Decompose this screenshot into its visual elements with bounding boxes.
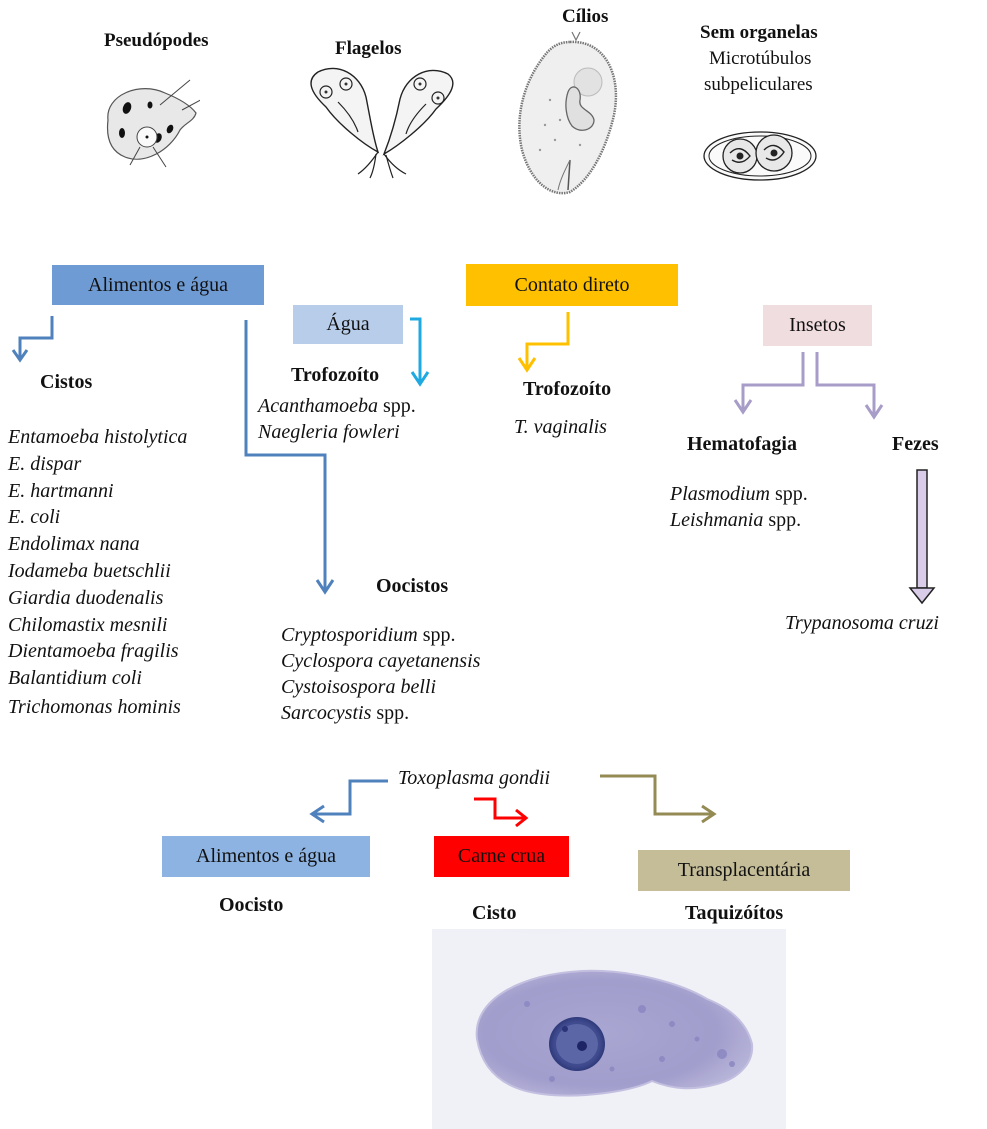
- list-item: Plasmodium spp.: [670, 483, 808, 505]
- ciliate-illustration-icon: [518, 31, 618, 195]
- list-item: Iodameba buetschlii: [8, 559, 171, 582]
- list-item: E. hartmanni: [8, 479, 114, 502]
- arrow-to-oocistos: [244, 320, 335, 595]
- list-item: Giardia duodenalis: [8, 586, 164, 609]
- list-item: Chilomastix mesnili: [8, 613, 168, 636]
- heading-hematofagia: Hematofagia: [687, 433, 797, 455]
- box-alimentos-agua: Alimentos e água: [52, 265, 264, 305]
- arrow-contato: [517, 312, 570, 373]
- list-item: Naegleria fowleri: [258, 421, 400, 443]
- list-item: E. coli: [8, 506, 61, 529]
- heading-trofozoito-contato: Trofozoíto: [523, 378, 612, 400]
- box-toxo-carne-crua: Carne crua: [434, 836, 569, 877]
- arrow-fezes-to-trypanosoma: [908, 469, 936, 605]
- arrow-to-cistos: [11, 316, 54, 363]
- arrow-insetos: [733, 352, 884, 420]
- list-item: Dientamoeba fragilis: [8, 640, 179, 663]
- arrow-toxo-carne: [474, 797, 529, 828]
- heading-oocistos: Oocistos: [376, 575, 449, 597]
- box-toxo-transplacentaria: Transplacentária: [638, 850, 850, 891]
- species-trypanosoma-cruzi: Trypanosoma cruzi: [785, 612, 939, 634]
- species-t-vaginalis: T. vaginalis: [514, 416, 607, 438]
- box-agua: Água: [293, 305, 403, 344]
- label-sem-organelas: Sem organelas: [700, 22, 818, 43]
- arrow-toxo-alimentos: [309, 779, 388, 824]
- toxoplasma-title: Toxoplasma gondii: [398, 767, 551, 789]
- amoeba-illustration-icon: [106, 79, 200, 168]
- label-microtubulos: Microtúbulos: [709, 48, 812, 69]
- list-hematofagia: Plasmodium spp. Leishmania spp.: [670, 481, 808, 533]
- form-cisto: Cisto: [472, 902, 517, 924]
- arrow-toxo-transplacentaria: [600, 774, 717, 824]
- list-agua: Acanthamoeba spp. Naegleria fowleri: [258, 393, 416, 445]
- label-pseudopodes: Pseudópodes: [104, 30, 209, 51]
- box-contato-direto: Contato direto: [466, 264, 678, 306]
- form-oocisto: Oocisto: [219, 894, 284, 916]
- list-item: Cryptosporidium spp.: [281, 624, 456, 646]
- trophozoite-micrograph-icon: [432, 929, 786, 1129]
- list-item: Cyclospora cayetanensis: [281, 650, 481, 672]
- box-insetos: Insetos: [763, 305, 872, 346]
- list-cistos: Entamoeba histolytica E. dispar E. hartm…: [8, 424, 187, 721]
- label-cilios: Cílios: [562, 6, 609, 27]
- list-item: E. dispar: [8, 452, 82, 475]
- list-item: Sarcocystis spp.: [281, 702, 410, 724]
- list-item: Cystoisospora belli: [281, 676, 437, 698]
- list-item: Trichomonas hominis: [8, 695, 181, 718]
- heading-trofozoito-agua: Trofozoíto: [291, 364, 380, 386]
- oocyst-illustration-icon: [703, 131, 817, 181]
- box-toxo-alimentos: Alimentos e água: [162, 836, 370, 877]
- list-item: Leishmania spp.: [670, 509, 802, 531]
- label-flagelos: Flagelos: [335, 38, 402, 59]
- form-taquizoitos: Taquizóítos: [685, 902, 784, 924]
- list-oocistos: Cryptosporidium spp. Cyclospora cayetane…: [281, 622, 480, 726]
- label-subpeliculares: subpeliculares: [704, 74, 813, 95]
- list-item: Balantidium coli: [8, 667, 142, 690]
- list-item: Entamoeba histolytica: [8, 426, 188, 448]
- heading-fezes: Fezes: [892, 433, 939, 455]
- arrow-agua: [410, 317, 430, 387]
- list-item: Endolimax nana: [8, 533, 140, 556]
- giardia-illustration-icon: [310, 67, 454, 179]
- list-item: Acanthamoeba spp.: [258, 395, 416, 417]
- heading-cistos: Cistos: [40, 371, 93, 393]
